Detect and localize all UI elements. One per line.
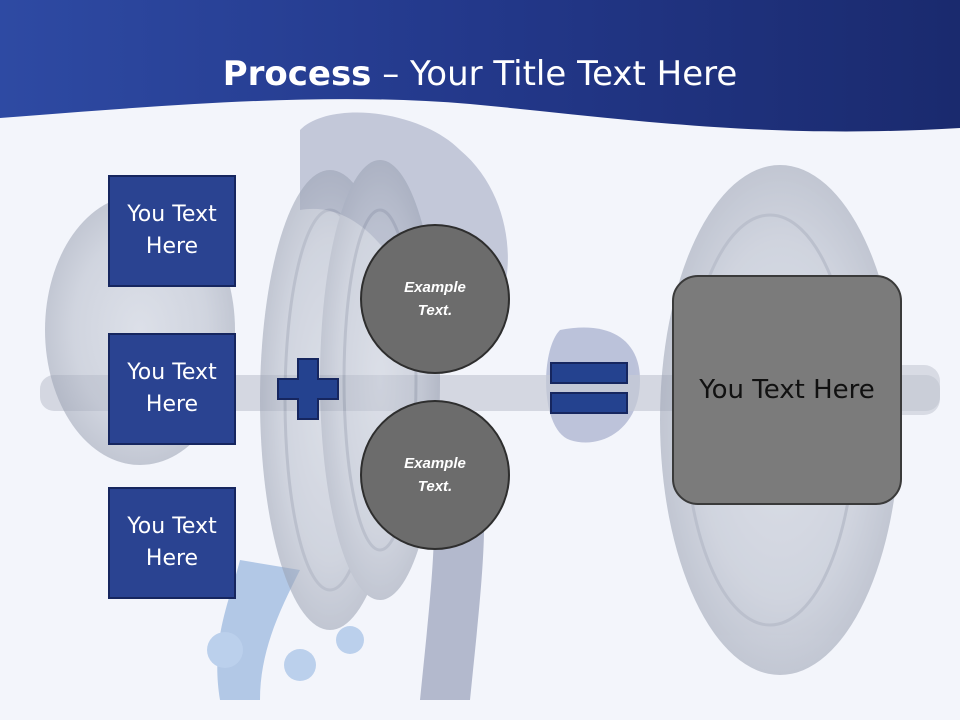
input-box-2-label: You Text Here [127, 360, 217, 417]
result-box[interactable]: You Text Here [672, 275, 902, 505]
example-circle-1-label: Example Text. [404, 279, 466, 319]
title-bold-text: Process [222, 54, 372, 94]
input-box-3[interactable]: You Text Here [108, 487, 236, 599]
input-box-1-label: You Text Here [127, 202, 217, 259]
equals-icon [550, 362, 628, 414]
title-rest-text: – Your Title Text Here [371, 54, 738, 94]
example-circle-2-label: Example Text. [404, 455, 466, 495]
plus-icon [277, 358, 339, 420]
input-box-1[interactable]: You Text Here [108, 175, 236, 287]
input-box-2[interactable]: You Text Here [108, 333, 236, 445]
example-circle-2[interactable]: Example Text. [360, 400, 510, 550]
result-box-label: You Text Here [699, 375, 875, 405]
input-box-3-label: You Text Here [127, 514, 217, 571]
example-circle-1[interactable]: Example Text. [360, 224, 510, 374]
slide-title: Process – Your Title Text Here [0, 52, 960, 96]
